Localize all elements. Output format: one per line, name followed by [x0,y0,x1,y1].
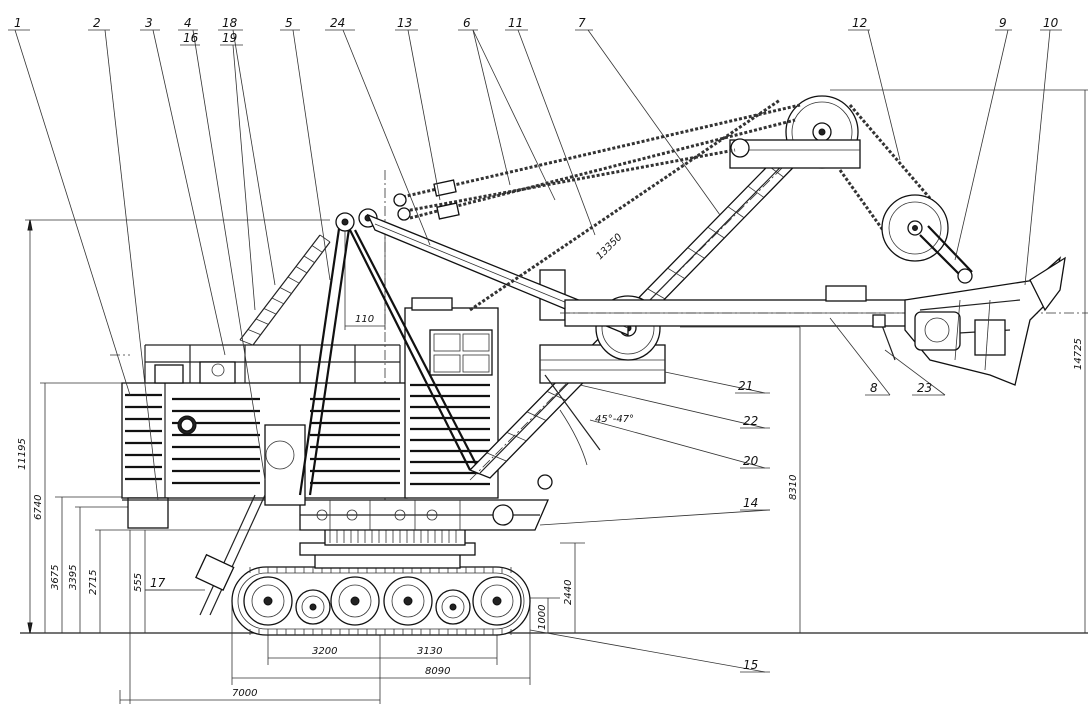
boom-lattice-bar [647,288,666,300]
dim-6740: 6740 [33,495,44,520]
callout-1: 1 [14,16,22,30]
callout-12: 12 [852,16,867,30]
ladder-rung [239,339,254,346]
ladder-rung [271,297,284,305]
callout-10: 10 [1043,16,1059,30]
dim-555: 555 [133,573,144,592]
callout-22: 22 [743,414,758,428]
padlock-sheave [881,194,973,284]
boom-lattice-bar [506,432,527,442]
callout-17: 17 [150,576,166,590]
callout-4: 4 [184,16,192,30]
dim-3675: 3675 [50,565,61,590]
dim-11195: 11195 [17,438,28,470]
callout-6: 6 [463,16,471,30]
ladder-rung [279,287,292,294]
hoist-ropes [393,98,942,312]
dim-angle: 45°-47° [595,414,634,425]
crawler-track [231,566,531,636]
dim-3130: 3130 [417,646,442,657]
track-wheels [243,576,522,626]
boom-lattice-bar [727,206,745,219]
callout-24: 24 [330,16,345,30]
ladder-rung [311,245,323,253]
callout-13: 13 [397,16,412,30]
callout-14: 14 [743,496,758,510]
ladder-rung [287,276,300,284]
dim-8310: 8310 [788,475,799,500]
callout-11: 11 [508,16,523,30]
callout-9: 9 [999,16,1007,30]
callout-3: 3 [145,16,153,30]
callout-16: 16 [183,31,199,45]
roof-railing [144,344,401,384]
callout-18: 18 [222,16,238,30]
callout-8: 8 [870,381,878,395]
callout-5: 5 [285,16,293,30]
dim-1000: 1000 [537,605,548,630]
gantry [195,208,479,616]
ladder-rung [303,255,315,263]
boom-lattice-bar [667,267,685,279]
dim-8090: 8090 [425,666,450,677]
callout-15: 15 [743,658,758,672]
dim-14725: 14725 [1073,338,1084,370]
dim-3395: 3395 [68,565,79,590]
dimension-labels: 11195 6740 3675 3395 2715 555 2440 1000 … [17,232,1084,699]
boom-lattice-bar [687,247,705,259]
callout-7: 7 [578,16,586,30]
boom-lattice-bar [486,452,507,462]
dim-2440: 2440 [563,580,574,605]
ladder-rung [247,329,261,336]
dim-2715: 2715 [88,570,99,595]
ladder-rung [263,308,277,315]
ladder-rung [255,318,269,325]
callout-23: 23 [917,381,932,395]
dim-110: 110 [355,314,374,325]
boom-lattice-bar [526,411,547,421]
dim-13350: 13350 [594,232,624,262]
callout-21: 21 [738,379,753,393]
dipper-bucket [872,256,1066,386]
dimension-lines-left [27,90,1086,634]
boom-lattice-bar [707,226,725,239]
boom-lattice-bar [747,185,765,198]
undercarriage [299,527,476,569]
callout-2: 2 [93,16,101,30]
callout-20: 20 [743,454,759,468]
callout-labels: 1 2 3 4 18 16 19 5 24 13 6 11 7 12 9 10 … [14,16,1059,672]
dim-7000: 7000 [232,688,257,699]
turntable-frame [299,499,549,531]
operator-cab [404,297,499,499]
ladder-rung [295,266,308,274]
ladder-rung [319,234,331,243]
leader-lines [8,29,1062,673]
callout-19: 19 [222,31,237,45]
dim-3200: 3200 [312,646,337,657]
